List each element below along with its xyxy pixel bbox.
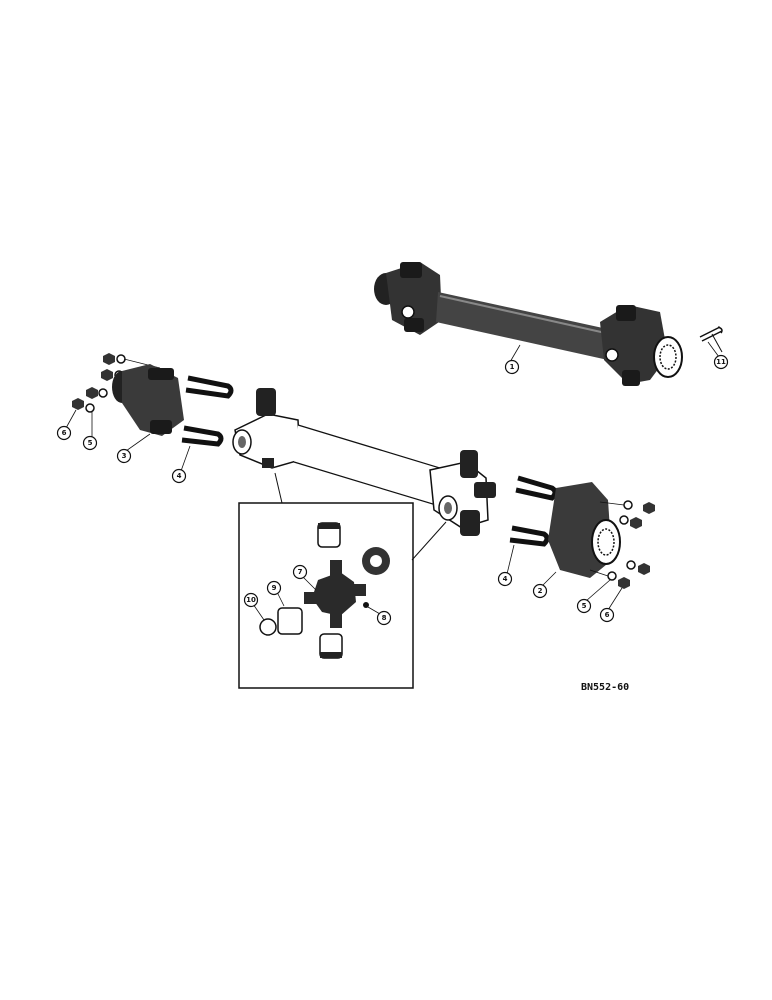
left-u-bolts bbox=[181, 375, 234, 447]
inset-box bbox=[238, 472, 447, 689]
callout-u-bolt-right: 4 bbox=[497, 571, 513, 587]
svg-text:1: 1 bbox=[510, 363, 515, 371]
svg-text:8: 8 bbox=[382, 614, 387, 622]
callout-u-bolt-left: 4 bbox=[171, 468, 187, 484]
svg-text:4: 4 bbox=[503, 575, 508, 583]
left-hardware bbox=[72, 353, 161, 413]
callout-lube-fitting: 8 bbox=[376, 610, 392, 626]
svg-text:9: 9 bbox=[272, 584, 277, 592]
svg-text:3: 3 bbox=[122, 452, 127, 460]
svg-text:6: 6 bbox=[605, 611, 610, 619]
callout-yoke-left: 3 bbox=[116, 448, 132, 464]
callout-cross-journal: 7 bbox=[292, 564, 308, 580]
assembled-shaft bbox=[374, 262, 683, 386]
right-yoke bbox=[509, 475, 621, 578]
callout-lock-washer-right: 5 bbox=[576, 598, 592, 614]
middle-shaft bbox=[232, 388, 496, 536]
drawing-number: BN552-60 bbox=[581, 682, 629, 693]
callout-yoke-right: 2 bbox=[532, 583, 548, 599]
callout-snap-ring: 10 bbox=[243, 592, 259, 608]
callout-lock-washer-left: 5 bbox=[82, 435, 98, 451]
callout-leaders bbox=[65, 341, 720, 621]
svg-text:5: 5 bbox=[88, 439, 93, 447]
svg-text:5: 5 bbox=[582, 602, 587, 610]
callout-bearing-cup: 9 bbox=[266, 580, 282, 596]
svg-text:11: 11 bbox=[716, 358, 726, 366]
svg-text:7: 7 bbox=[298, 568, 303, 576]
callout-nut-right: 6 bbox=[599, 607, 615, 623]
callout-nut-left: 6 bbox=[56, 425, 72, 441]
svg-text:2: 2 bbox=[538, 587, 543, 595]
callout-shaft-assembly: 1 bbox=[504, 359, 520, 375]
left-yoke bbox=[112, 364, 184, 436]
callout-cotter-pin: 11 bbox=[713, 354, 729, 370]
cotter-pin bbox=[699, 326, 723, 353]
svg-text:6: 6 bbox=[62, 429, 67, 437]
right-hardware bbox=[589, 500, 655, 589]
svg-text:10: 10 bbox=[246, 596, 256, 604]
svg-text:4: 4 bbox=[177, 472, 182, 480]
